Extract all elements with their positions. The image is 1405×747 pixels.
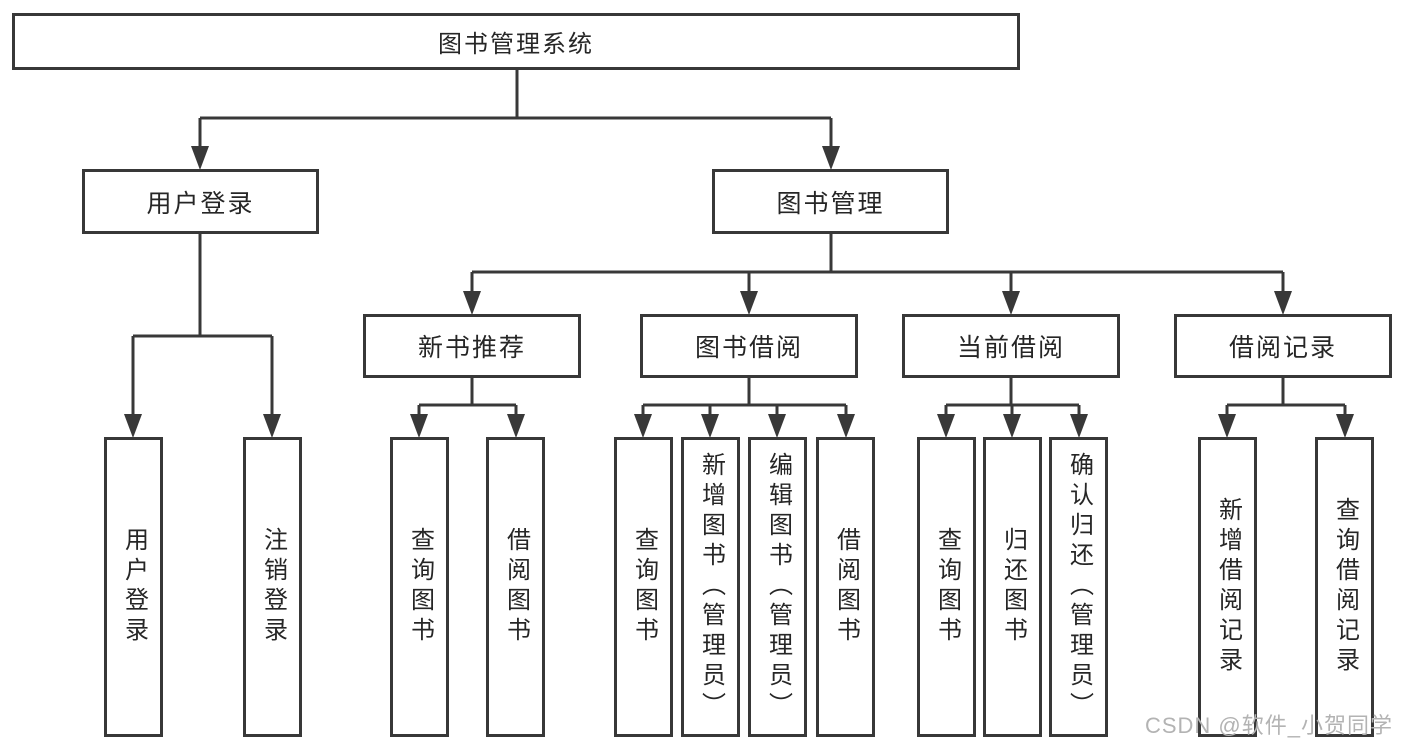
node-label: 用户登录 <box>146 189 255 218</box>
leaf-borrow-books-recommend: 借阅图书 <box>486 437 545 737</box>
leaf-search-books-borrow: 查询图书 <box>614 437 673 737</box>
leaf-search-books-recommend: 查询图书 <box>390 437 449 737</box>
node-new-book-recommendation: 新书推荐 <box>363 314 581 378</box>
leaf-user-login: 用户登录 <box>104 437 163 737</box>
leaf-label: 编辑图书（管理员） <box>764 452 792 722</box>
node-label: 图书借阅 <box>694 334 803 362</box>
leaf-label: 确认归还（管理员） <box>1065 452 1093 722</box>
node-label: 图书管理系统 <box>438 31 594 58</box>
leaf-add-books-admin: 新增图书（管理员） <box>681 437 740 737</box>
node-label: 图书管理 <box>776 189 885 218</box>
leaf-add-borrow-record: 新增借阅记录 <box>1198 437 1257 737</box>
csdn-watermark: CSDN @软件_小贺同学 <box>1144 713 1393 738</box>
leaf-label: 归还图书 <box>999 527 1027 647</box>
node-label: 新书推荐 <box>417 334 526 362</box>
node-label: 当前借阅 <box>956 334 1065 362</box>
leaf-confirm-return-admin: 确认归还（管理员） <box>1049 437 1108 737</box>
leaf-logout: 注销登录 <box>243 437 302 737</box>
leaf-label: 借阅图书 <box>502 527 530 647</box>
leaf-label: 新增借阅记录 <box>1214 497 1242 677</box>
leaf-label: 用户登录 <box>120 527 148 647</box>
node-library-management-system: 图书管理系统 <box>12 13 1020 70</box>
leaf-label: 注销登录 <box>259 527 287 647</box>
node-book-borrowing: 图书借阅 <box>640 314 858 378</box>
leaf-borrow-books: 借阅图书 <box>816 437 875 737</box>
node-current-borrowing: 当前借阅 <box>902 314 1120 378</box>
leaf-return-books: 归还图书 <box>983 437 1042 737</box>
node-label: 借阅记录 <box>1228 334 1337 362</box>
leaf-search-books-current: 查询图书 <box>917 437 976 737</box>
node-borrowing-records: 借阅记录 <box>1174 314 1392 378</box>
leaf-label: 借阅图书 <box>832 527 860 647</box>
leaf-label: 查询图书 <box>406 527 434 647</box>
leaf-search-borrow-record: 查询借阅记录 <box>1315 437 1374 737</box>
node-book-management: 图书管理 <box>712 169 949 234</box>
node-user-login: 用户登录 <box>82 169 319 234</box>
leaf-label: 查询借阅记录 <box>1331 497 1359 677</box>
leaf-label: 新增图书（管理员） <box>697 452 725 722</box>
leaf-label: 查询图书 <box>933 527 961 647</box>
leaf-edit-books-admin: 编辑图书（管理员） <box>748 437 807 737</box>
leaf-label: 查询图书 <box>630 527 658 647</box>
